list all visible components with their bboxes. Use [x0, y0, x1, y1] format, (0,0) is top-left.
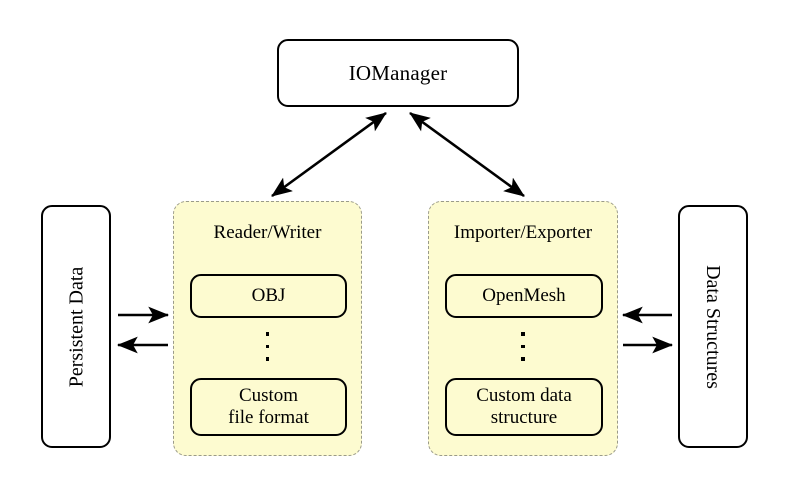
importer-exporter-item-custom-data-structure[interactable]: Custom data structure [445, 378, 603, 436]
data-structures-label: Data Structures [702, 264, 725, 389]
custom-file-format-line1: Custom [238, 384, 299, 406]
data-structures-node[interactable]: Data Structures [678, 205, 748, 448]
importer-exporter-item-custom-data-structure-label: Custom data structure [476, 385, 572, 430]
importer-exporter-ellipsis-icon [429, 332, 617, 361]
reader-writer-item-custom-file-format-label: Custom file format [228, 385, 309, 430]
io-manager-node[interactable]: IOManager [277, 39, 519, 107]
reader-writer-panel-title: Reader/Writer [213, 222, 322, 243]
persistent-data-node[interactable]: Persistent Data [41, 205, 111, 448]
reader-writer-ellipsis-icon [174, 332, 361, 361]
custom-file-format-line2: file format [228, 407, 309, 428]
importer-exporter-panel-title: Importer/Exporter [453, 222, 593, 243]
importer-exporter-item-openmesh-label: OpenMesh [482, 284, 566, 306]
reader-writer-item-custom-file-format[interactable]: Custom file format [190, 378, 347, 436]
arrow-manager-readerwriter [271, 111, 387, 198]
importer-exporter-item-openmesh[interactable]: OpenMesh [445, 274, 603, 318]
custom-data-structure-line1: Custom data [476, 384, 572, 406]
reader-writer-panel[interactable]: Reader/Writer OBJ Custom file format [173, 201, 362, 456]
persistent-data-label: Persistent Data [65, 266, 87, 387]
custom-data-structure-line2: structure [490, 407, 558, 428]
reader-writer-item-obj[interactable]: OBJ [190, 274, 347, 318]
reader-writer-item-obj-label: OBJ [251, 284, 286, 306]
arrow-manager-importerexporter [409, 111, 525, 198]
io-manager-label: IOManager [348, 60, 448, 85]
importer-exporter-panel[interactable]: Importer/Exporter OpenMesh Custom data s… [428, 201, 618, 456]
